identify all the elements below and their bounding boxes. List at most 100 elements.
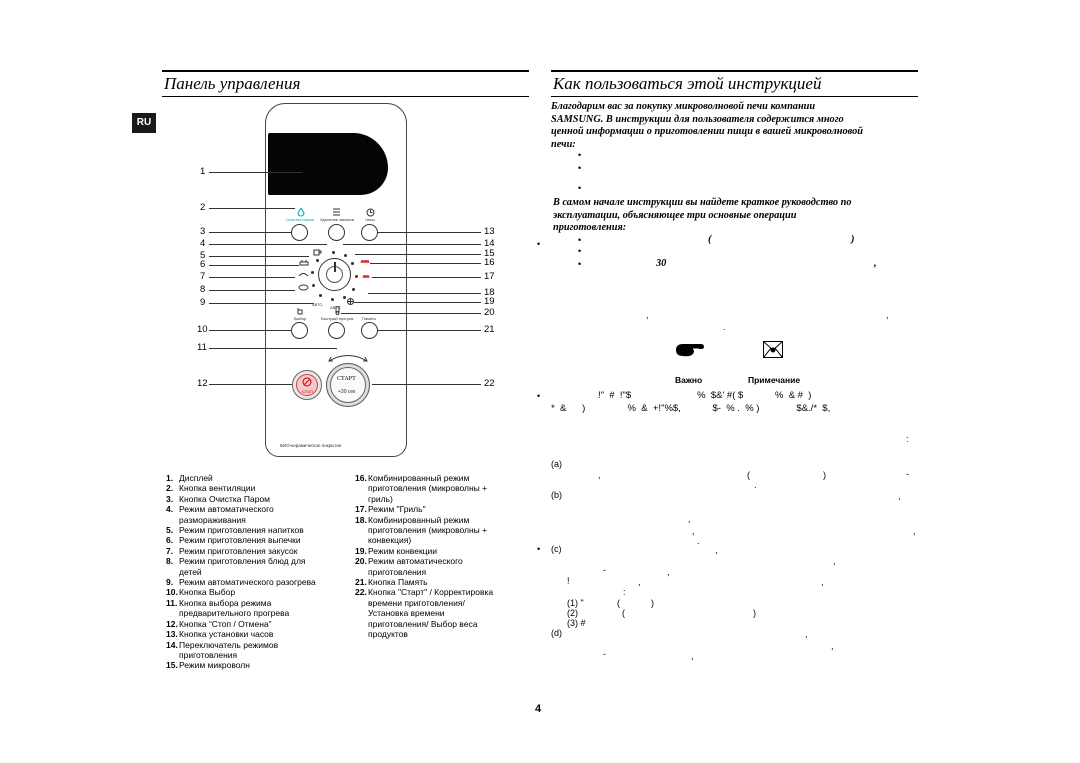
legend-text: приготовления/ Выбор веса: [368, 618, 478, 629]
sublist-2: (2): [567, 608, 578, 618]
legend-text: Режим приготовления закусок: [179, 545, 298, 556]
callout-2: 2: [200, 202, 206, 213]
steam-clean-button[interactable]: [291, 224, 308, 241]
legend-text: гриль): [368, 493, 393, 504]
legend-item: приготовления (микроволны +: [355, 483, 535, 493]
callout-20: 20: [484, 307, 495, 318]
leader-6: [209, 265, 299, 266]
memory-button[interactable]: [361, 322, 378, 339]
legend-item: 4. Режим автоматического: [166, 504, 346, 514]
dial-dot: [343, 296, 346, 299]
ventilation-button[interactable]: [328, 224, 345, 241]
start-button[interactable]: [330, 367, 366, 403]
frag-comma: ,: [913, 526, 916, 536]
legend-text: Режим приготовления блюд для: [179, 556, 306, 567]
legend-text: детей: [179, 566, 202, 577]
legend-item: 2.Кнопка вентиляции: [166, 483, 346, 493]
legend-text: Установка времени: [368, 608, 445, 619]
legend-item: 22.Кнопка "Старт" / Корректировка: [355, 587, 535, 597]
frag-comma: ,: [821, 577, 824, 587]
hand-icon: [297, 308, 303, 315]
note-envelope-icon: [763, 341, 783, 358]
legend-text: Режим автоматического разогрева: [179, 577, 316, 588]
legend-number: [355, 629, 368, 639]
snack-icon: [298, 273, 309, 277]
frag-comma: ,: [638, 577, 641, 587]
legend-item: 16.Комбинированный режим: [355, 473, 535, 483]
intro-line-1: Благодарим вас за покупку микроволновой …: [551, 101, 816, 112]
legend-number: 4.: [166, 504, 174, 515]
frag-comma: ,: [715, 545, 718, 555]
label-deodorize: Удаление запахов: [320, 217, 354, 222]
intro-line-3: ценной информации о приготовлении пищи в…: [551, 126, 864, 138]
grill-icon: [362, 275, 370, 279]
leader-12: [209, 384, 292, 385]
callout-9: 9: [200, 297, 206, 308]
legend-item: детей: [166, 567, 346, 577]
display-screen: [268, 133, 388, 195]
legend-number: 13.: [166, 629, 178, 640]
dial-dot: [331, 298, 334, 301]
frag-dash: -: [603, 649, 606, 659]
legend-item: 20.Режим автоматического: [355, 556, 535, 566]
legend-item: приготовления: [355, 567, 535, 577]
legend-text: Режим автоматического: [179, 504, 274, 515]
legend-number: [166, 515, 179, 525]
leader-20: [341, 313, 481, 314]
leader-11: [209, 348, 337, 349]
left-title-rule-bottom: [162, 96, 529, 97]
frag-dot: .: [754, 480, 757, 490]
label-clock: Часы: [365, 217, 375, 222]
legend-number: [355, 598, 368, 608]
label-memory: Память: [362, 316, 376, 321]
leader-2: [209, 208, 295, 209]
dial-pointer: [334, 262, 336, 272]
legend-item: 9.Режим автоматического разогрева: [166, 577, 346, 587]
stop-button-core[interactable]: [296, 374, 318, 396]
left-section-title: Панель управления: [164, 74, 301, 93]
legend-number: 2.: [166, 483, 174, 494]
frag-paren-open: (: [708, 234, 712, 245]
bio-ceramic-label: БИО-керамическое покрытие: [280, 443, 342, 448]
legend-item: 17.Режим "Гриль": [355, 504, 535, 514]
legend-number: 16.: [355, 473, 367, 483]
legend-number: 7.: [166, 545, 174, 556]
callout-15: 15: [484, 248, 495, 259]
legend-item: 1.Дисплей: [166, 473, 346, 483]
leader-21: [377, 330, 481, 331]
legend-item: 18.Комбинированный режим: [355, 515, 535, 525]
legend-text: Кнопка установки часов: [179, 629, 274, 640]
leader-15: [355, 254, 481, 255]
label-start-plus30: +30 сек: [338, 389, 356, 395]
legend-item: конвекция): [355, 535, 535, 545]
pointing-hand-icon: [676, 344, 704, 357]
legend-number: 19.: [355, 545, 367, 556]
leader-4: [209, 244, 327, 245]
bullet: •: [578, 246, 582, 256]
legend-number: 5.: [166, 525, 174, 536]
frag-comma: ,: [898, 491, 901, 501]
legend-item: Установка времени: [355, 608, 535, 618]
legend-number: [355, 494, 368, 504]
frag-comma: ,: [805, 629, 808, 639]
legend-text: Кнопка Память: [368, 577, 428, 588]
frag-paren-close: ): [851, 234, 855, 245]
legend-number: 18.: [355, 514, 367, 525]
clock-button[interactable]: [361, 224, 378, 241]
select-button[interactable]: [291, 322, 308, 339]
legend-number: 14.: [166, 639, 178, 650]
legend-item: 13.Кнопка установки часов: [166, 629, 346, 639]
legend-text: Кнопка выбора режима: [179, 597, 272, 608]
leader-17: [372, 277, 481, 278]
legend-text: Кнопка “Стоп / Отмена”: [179, 618, 272, 629]
frag-dash: -: [906, 469, 909, 479]
note-label: Примечание: [748, 375, 801, 385]
legend-text: времени приготовления/: [368, 597, 465, 608]
legend-item: приготовления/ Выбор веса: [355, 619, 535, 629]
frag-comma: ,: [667, 567, 670, 577]
preheat-button[interactable]: [328, 322, 345, 339]
legend-text: предварительного прогрева: [179, 608, 290, 619]
legend-item: 19.Режим конвекции: [355, 546, 535, 556]
leader-16: [370, 263, 481, 264]
